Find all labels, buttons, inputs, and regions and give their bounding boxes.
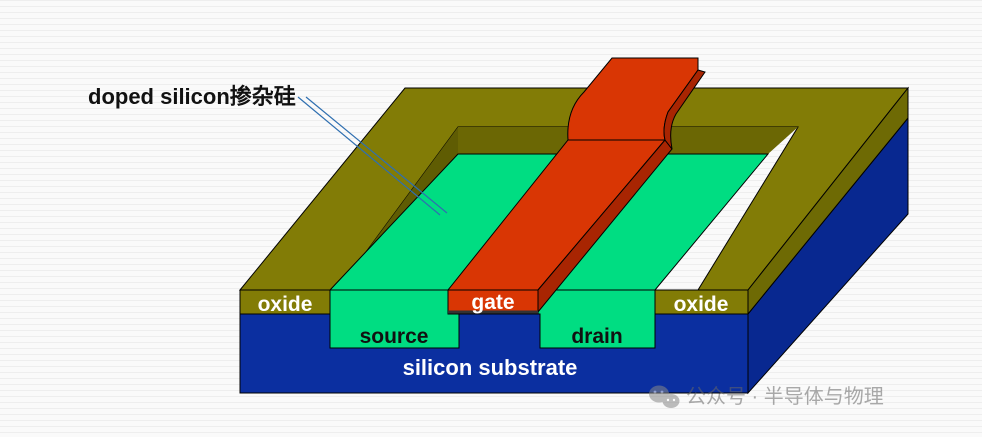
callout-line-1 [297,96,441,216]
drain-label: drain [571,325,622,348]
oxide-right-label: oxide [674,293,729,316]
wechat-icon [649,385,680,408]
watermark-text: 公众号 · 半导体与物理 [686,385,884,408]
source-label: source [360,325,429,348]
callout-line-2 [305,96,448,214]
doped-silicon-label: doped silicon掺杂硅 [88,84,296,109]
watermark: 公众号 · 半导体与物理 [649,385,884,408]
drain-region [537,289,656,349]
gate-electrode [446,57,706,314]
substrate-front-face [239,313,749,394]
gate-label: gate [471,291,514,314]
oxide-left-label: oxide [258,293,313,316]
doped-silicon [328,153,770,349]
substrate-label: silicon substrate [403,355,578,380]
gate-contact-side [663,69,706,150]
